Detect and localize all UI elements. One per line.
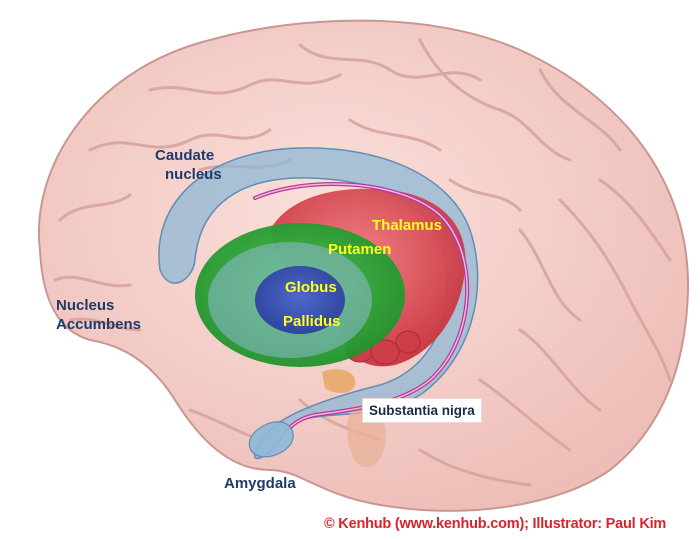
label-pallidus: Pallidus bbox=[283, 312, 341, 331]
copyright-credit: © Kenhub (www.kenhub.com); Illustrator: … bbox=[324, 516, 666, 532]
label-thalamus: Thalamus bbox=[372, 216, 442, 235]
label-caudate: Caudate nucleus bbox=[155, 146, 222, 184]
label-globus: Globus bbox=[285, 278, 337, 297]
label-putamen: Putamen bbox=[328, 240, 391, 259]
label-substantia-nigra: Substantia nigra bbox=[362, 398, 482, 423]
label-accumbens: Nucleus Accumbens bbox=[56, 296, 141, 334]
label-amygdala: Amygdala bbox=[224, 474, 296, 493]
